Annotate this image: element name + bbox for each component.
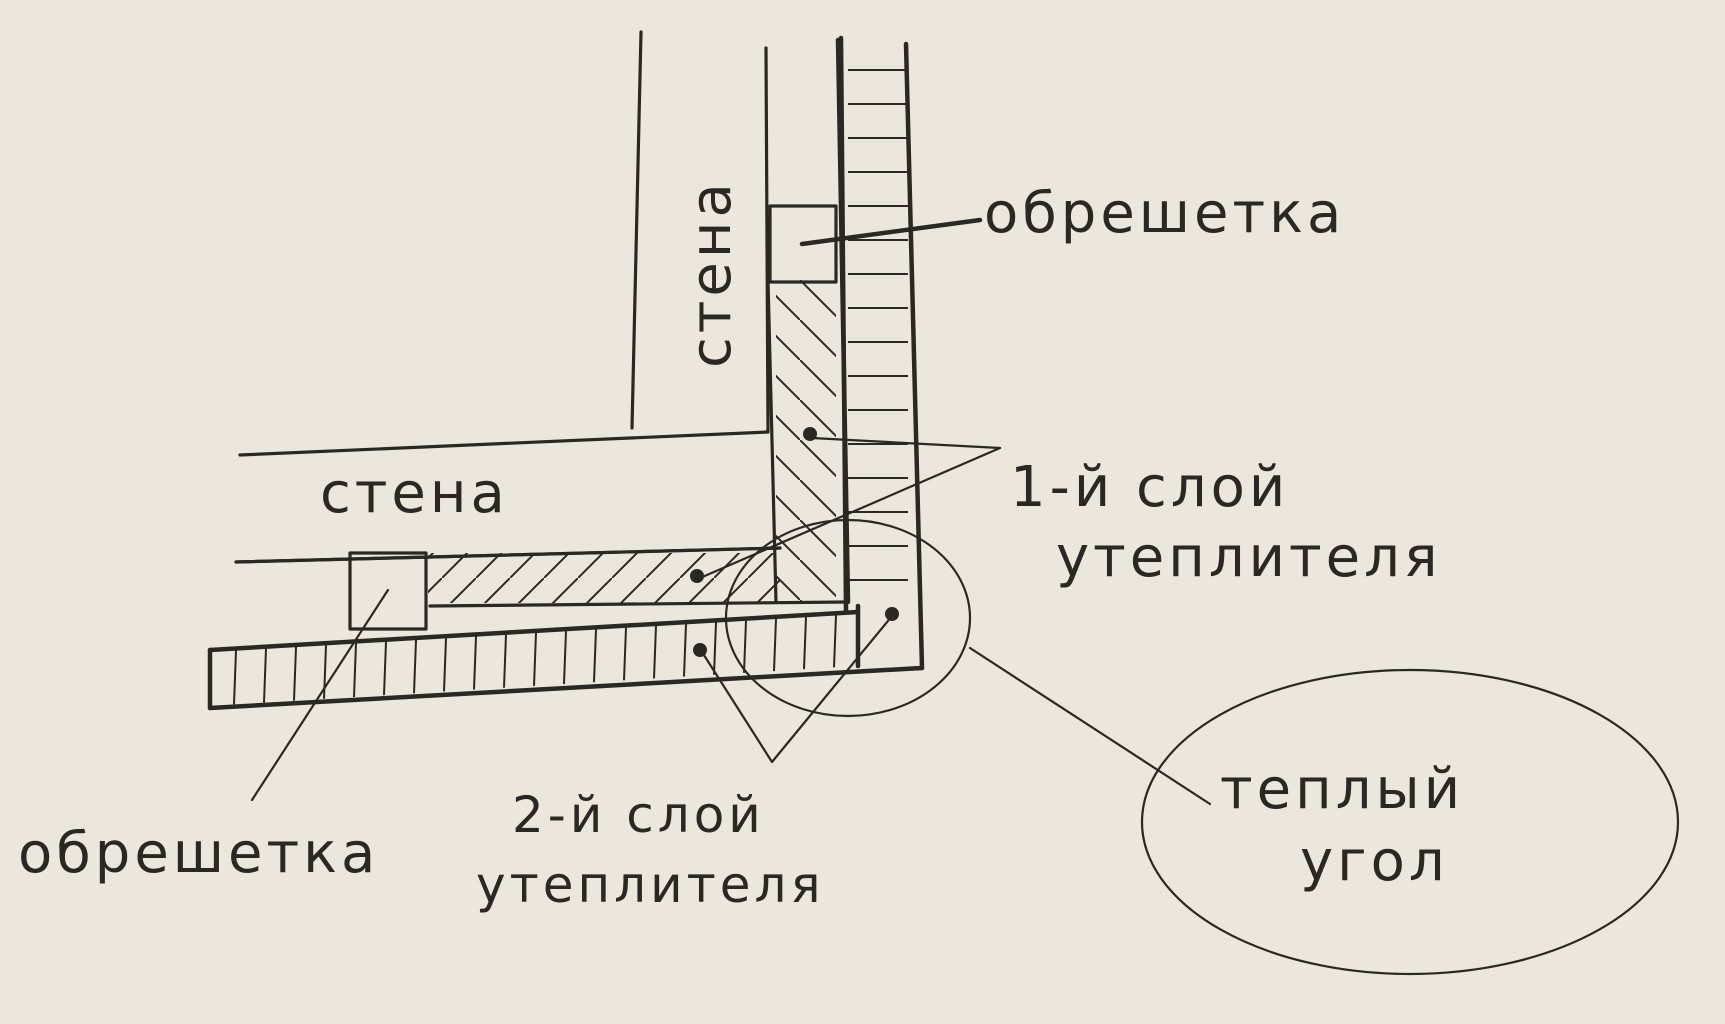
hatch-stroke bbox=[773, 618, 777, 672]
label-warm-corner-line2: угол bbox=[1300, 829, 1449, 894]
warm-corner-ellipse bbox=[1140, 668, 1680, 976]
hatch-stroke bbox=[323, 645, 327, 699]
hatch-stroke bbox=[683, 624, 687, 677]
batten-top bbox=[768, 204, 838, 284]
hatch-stroke bbox=[623, 627, 627, 681]
hatch-stroke bbox=[803, 617, 807, 670]
label-insulation-layer-2-line1: 2-й слой bbox=[512, 786, 765, 844]
hatch-stroke bbox=[653, 625, 657, 679]
label-insulation-layer-1-line2: утеплителя bbox=[1056, 525, 1442, 590]
corner-highlight-circle bbox=[724, 518, 972, 718]
hatch-stroke bbox=[383, 641, 387, 696]
hatch-stroke bbox=[353, 643, 357, 698]
label-wall-vertical: стена bbox=[679, 179, 744, 368]
hatch-stroke bbox=[413, 639, 417, 694]
label-warm-corner-line1: теплый bbox=[1220, 757, 1464, 822]
hatch-stroke bbox=[233, 650, 237, 705]
insulation-layer-1-horizontal bbox=[234, 546, 850, 608]
insulation-layer-1-vertical bbox=[766, 37, 851, 605]
hatch-stroke bbox=[263, 648, 267, 703]
label-insulation-layer-2-line2: утеплителя bbox=[476, 856, 825, 914]
insulation-layer-2-horizontal bbox=[207, 603, 925, 711]
hatch-stroke bbox=[833, 615, 837, 668]
hatch-stroke bbox=[533, 632, 537, 686]
label-batten-bottom: обрешетка bbox=[18, 821, 379, 886]
hatch-stroke bbox=[293, 646, 297, 701]
hatch-stroke bbox=[713, 622, 717, 675]
hatch-stroke bbox=[443, 638, 447, 692]
insulation-layer-2-vertical bbox=[838, 35, 925, 671]
leader-lines bbox=[250, 217, 1212, 806]
label-wall-horizontal: стена bbox=[320, 461, 509, 526]
hatch-stroke bbox=[743, 620, 747, 673]
label-batten-top: обрешетка bbox=[984, 181, 1345, 246]
batten-bottom bbox=[348, 551, 428, 631]
hatch-stroke bbox=[593, 629, 597, 683]
hatch-stroke bbox=[503, 634, 507, 688]
vertical-wall bbox=[630, 30, 770, 434]
hatch-stroke bbox=[473, 636, 477, 690]
hatch-stroke bbox=[563, 631, 567, 685]
label-insulation-layer-1-line1: 1-й слой bbox=[1010, 455, 1289, 520]
